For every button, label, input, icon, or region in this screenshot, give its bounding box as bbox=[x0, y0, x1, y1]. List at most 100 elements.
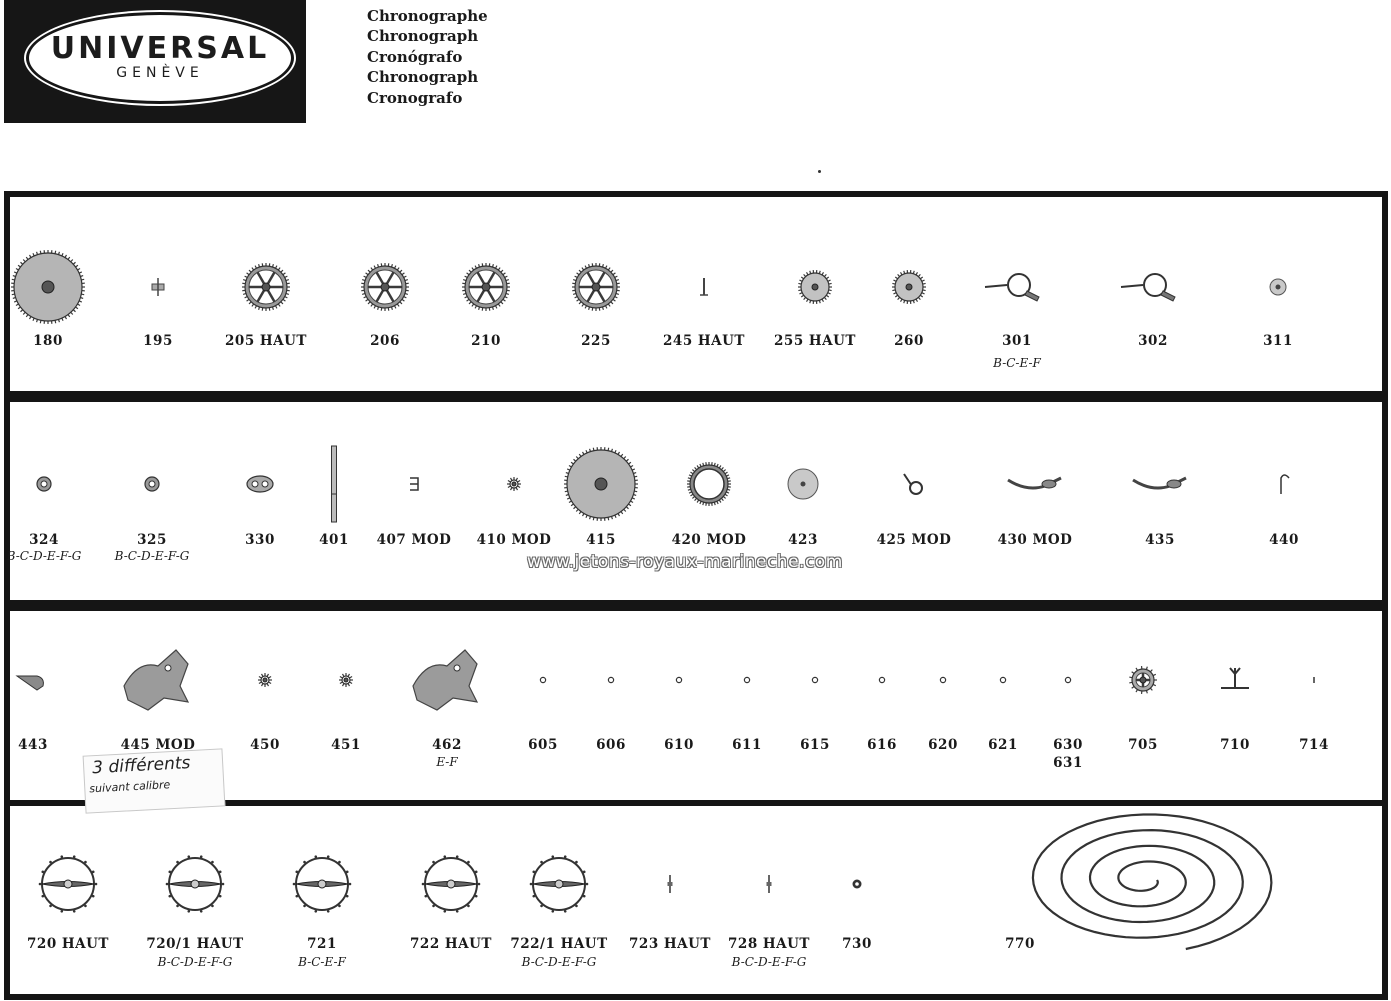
note-line-2: suivant calibre bbox=[88, 778, 171, 796]
wire-spring-icon bbox=[1280, 474, 1290, 494]
bridge-plate-icon bbox=[123, 649, 190, 711]
brand-logo-oval: UNIVERSAL GENÈVE bbox=[26, 12, 294, 104]
part-number-label: 423 bbox=[788, 532, 818, 548]
part-number-label: 450 bbox=[250, 737, 280, 753]
toothed-disc-icon bbox=[892, 270, 926, 304]
part-number-label: 401 bbox=[319, 532, 349, 548]
spoked-wheel-icon bbox=[462, 263, 510, 311]
balance-wheel-icon bbox=[529, 855, 589, 913]
part-number-label: 260 bbox=[894, 333, 924, 349]
jewel-icon bbox=[675, 676, 683, 684]
escape-wheel-icon bbox=[1129, 666, 1157, 694]
toothed-disc-icon bbox=[798, 270, 832, 304]
part-number-label: 722 HAUT bbox=[410, 936, 492, 952]
part-number-label: 721 bbox=[307, 936, 337, 952]
part-number-label: 430 MOD bbox=[997, 532, 1073, 548]
part-number-label: 324 bbox=[29, 532, 59, 548]
caliber-variants: B-C-D-E-F-G bbox=[157, 955, 233, 969]
jewel-icon bbox=[999, 676, 1007, 684]
roller-icon bbox=[852, 879, 862, 889]
handwritten-note: 3 différents suivant calibre bbox=[82, 748, 226, 814]
caliber-variants: B-C-D-E-F-G bbox=[521, 955, 597, 969]
clip-icon bbox=[410, 477, 419, 491]
part-number-label: 325 bbox=[137, 532, 167, 548]
part-number-label: 425 MOD bbox=[876, 532, 952, 548]
jewel-icon bbox=[939, 676, 947, 684]
part-number-label: 225 bbox=[581, 333, 611, 349]
part-number-label-alt: 631 bbox=[1053, 755, 1083, 771]
spoked-wheel-icon bbox=[361, 263, 409, 311]
jewel-icon bbox=[539, 676, 547, 684]
hand-hammer-icon bbox=[984, 273, 1040, 302]
jewel-setting-icon bbox=[36, 476, 52, 492]
small-disc-icon bbox=[1269, 278, 1287, 296]
part-number-label: 714 bbox=[1299, 737, 1329, 753]
part-number-label: 630 bbox=[1053, 737, 1083, 753]
caliber-variants: B-C-E-F bbox=[298, 955, 346, 969]
parts-panel-row-2 bbox=[4, 396, 1388, 606]
part-number-label: 621 bbox=[988, 737, 1018, 753]
part-number-label: 720 HAUT bbox=[27, 936, 109, 952]
part-number-label: 205 HAUT bbox=[225, 333, 307, 349]
small-pinion-icon bbox=[151, 278, 165, 296]
jewel-icon bbox=[878, 676, 886, 684]
balance-wheel-icon bbox=[292, 855, 352, 913]
part-number-label: 462 bbox=[432, 737, 462, 753]
part-number-label: 407 MOD bbox=[376, 532, 452, 548]
double-setting-icon bbox=[246, 475, 274, 493]
part-number-label: 722/1 HAUT bbox=[510, 936, 608, 952]
part-number-label: 616 bbox=[867, 737, 897, 753]
part-number-label: 330 bbox=[245, 532, 275, 548]
part-number-label: 420 MOD bbox=[671, 532, 747, 548]
title-french: Chronographe bbox=[367, 7, 488, 25]
balance-wheel-icon bbox=[421, 855, 481, 913]
bridge-plate-icon bbox=[412, 649, 479, 711]
part-number-label: 435 bbox=[1145, 532, 1175, 548]
title-german: Chronograph bbox=[367, 68, 479, 87]
staff-icon bbox=[766, 875, 772, 893]
tiny-gear-icon bbox=[339, 673, 353, 687]
part-number-label: 410 MOD bbox=[476, 532, 552, 548]
parts-panel-row-4 bbox=[4, 800, 1388, 1000]
part-number-label: 311 bbox=[1263, 333, 1293, 349]
arbor-icon bbox=[700, 278, 708, 296]
title-english: Chronograph bbox=[367, 27, 479, 46]
spring-arm-icon bbox=[1007, 476, 1062, 490]
spoked-wheel-icon bbox=[572, 263, 620, 311]
watermark-text: www.jetons-royaux-marineche.com bbox=[527, 552, 843, 572]
brand-logo-block: UNIVERSAL GENÈVE bbox=[4, 0, 306, 123]
part-number-label: 440 bbox=[1269, 532, 1299, 548]
part-number-label: 606 bbox=[596, 737, 626, 753]
part-number-label: 710 bbox=[1220, 737, 1250, 753]
crown-wheel-icon bbox=[687, 462, 731, 506]
part-number-label: 302 bbox=[1138, 333, 1168, 349]
small-lever-icon bbox=[15, 675, 44, 691]
tiny-gear-icon bbox=[258, 673, 272, 687]
part-number-label: 720/1 HAUT bbox=[146, 936, 244, 952]
hand-hammer-icon bbox=[1120, 273, 1176, 302]
part-number-label: 415 bbox=[586, 532, 616, 548]
balance-wheel-icon bbox=[38, 855, 98, 913]
part-number-label: 620 bbox=[928, 737, 958, 753]
jewel-icon bbox=[811, 676, 819, 684]
part-number-label: 245 HAUT bbox=[663, 333, 745, 349]
part-number-label: 255 HAUT bbox=[774, 333, 856, 349]
mainspring-icon bbox=[1031, 813, 1273, 951]
part-number-label: 301 bbox=[1002, 333, 1032, 349]
balance-wheel-icon bbox=[165, 855, 225, 913]
large-wheel-icon bbox=[11, 250, 85, 324]
part-number-label: 723 HAUT bbox=[629, 936, 711, 952]
part-number-label: 770 bbox=[1005, 936, 1035, 952]
part-number-label: 610 bbox=[664, 737, 694, 753]
part-number-label: 180 bbox=[33, 333, 63, 349]
part-number-label: 605 bbox=[528, 737, 558, 753]
part-number-label: 445 MOD bbox=[120, 737, 196, 753]
tiny-gear-icon bbox=[507, 477, 521, 491]
caliber-variants: B-C-E-F bbox=[993, 356, 1041, 370]
brand-name: UNIVERSAL bbox=[50, 31, 270, 66]
part-number-label: 615 bbox=[800, 737, 830, 753]
title-spanish: Cronógrafo bbox=[367, 47, 463, 66]
part-number-label: 730 bbox=[842, 936, 872, 952]
large-wheel-icon bbox=[564, 447, 638, 521]
jewel-icon bbox=[743, 676, 751, 684]
